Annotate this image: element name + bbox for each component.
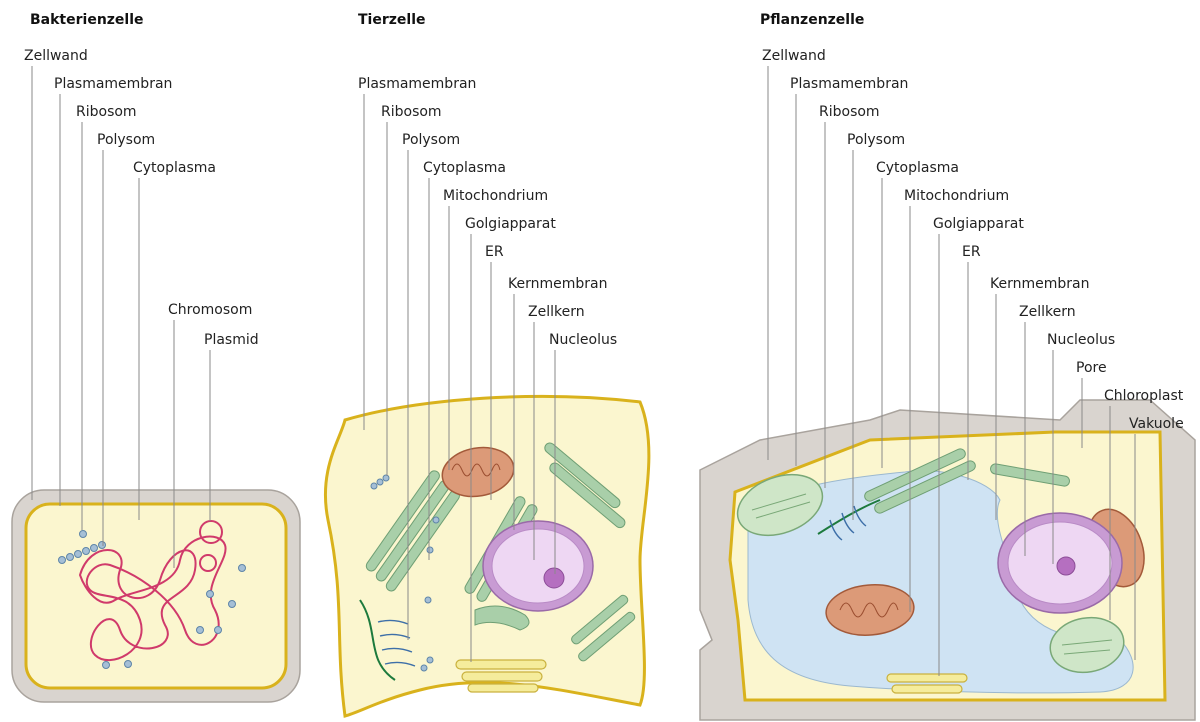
label-nucleolus: Nucleolus [549, 332, 617, 348]
plant-cell [700, 400, 1195, 720]
label-golgiapparat: Golgiapparat [465, 216, 556, 232]
label-chromosom: Chromosom [168, 302, 252, 318]
label-plasmamembran: Plasmamembran [54, 76, 172, 92]
label-cytoplasma: Cytoplasma [133, 160, 216, 176]
plant-nucleolus [1057, 557, 1075, 575]
label-er: ER [485, 244, 504, 260]
bacteria-cytoplasm [26, 504, 286, 688]
label-cytoplasma: Cytoplasma [876, 160, 959, 176]
label-zellkern: Zellkern [1019, 304, 1076, 320]
label-zellwand: Zellwand [24, 48, 88, 64]
bacterial-cell [12, 490, 300, 702]
label-zellwand: Zellwand [762, 48, 826, 64]
label-polysom: Polysom [97, 132, 155, 148]
animal-nucleolus [544, 568, 564, 588]
label-chloroplast: Chloroplast [1104, 388, 1184, 404]
label-mitochondrium: Mitochondrium [904, 188, 1009, 204]
label-ribosom: Ribosom [381, 104, 442, 120]
label-nucleolus: Nucleolus [1047, 332, 1115, 348]
label-kernmembran: Kernmembran [508, 276, 607, 292]
title-bacteria: Bakterienzelle [30, 12, 144, 28]
label-kernmembran: Kernmembran [990, 276, 1089, 292]
label-ribosom: Ribosom [76, 104, 137, 120]
label-cytoplasma: Cytoplasma [423, 160, 506, 176]
label-polysom: Polysom [847, 132, 905, 148]
title-animal: Tierzelle [358, 12, 425, 28]
label-polysom: Polysom [402, 132, 460, 148]
label-vakuole: Vakuole [1129, 416, 1184, 432]
animal-nucleus [492, 529, 584, 603]
animal-cell [325, 396, 648, 716]
label-plasmamembran: Plasmamembran [790, 76, 908, 92]
title-plant: Pflanzenzelle [760, 12, 864, 28]
label-plasmid: Plasmid [204, 332, 259, 348]
label-golgiapparat: Golgiapparat [933, 216, 1024, 232]
label-pore: Pore [1076, 360, 1107, 376]
label-plasmamembran: Plasmamembran [358, 76, 476, 92]
animal-golgi [456, 660, 546, 692]
label-ribosom: Ribosom [819, 104, 880, 120]
label-er: ER [962, 244, 981, 260]
label-zellkern: Zellkern [528, 304, 585, 320]
label-mitochondrium: Mitochondrium [443, 188, 548, 204]
